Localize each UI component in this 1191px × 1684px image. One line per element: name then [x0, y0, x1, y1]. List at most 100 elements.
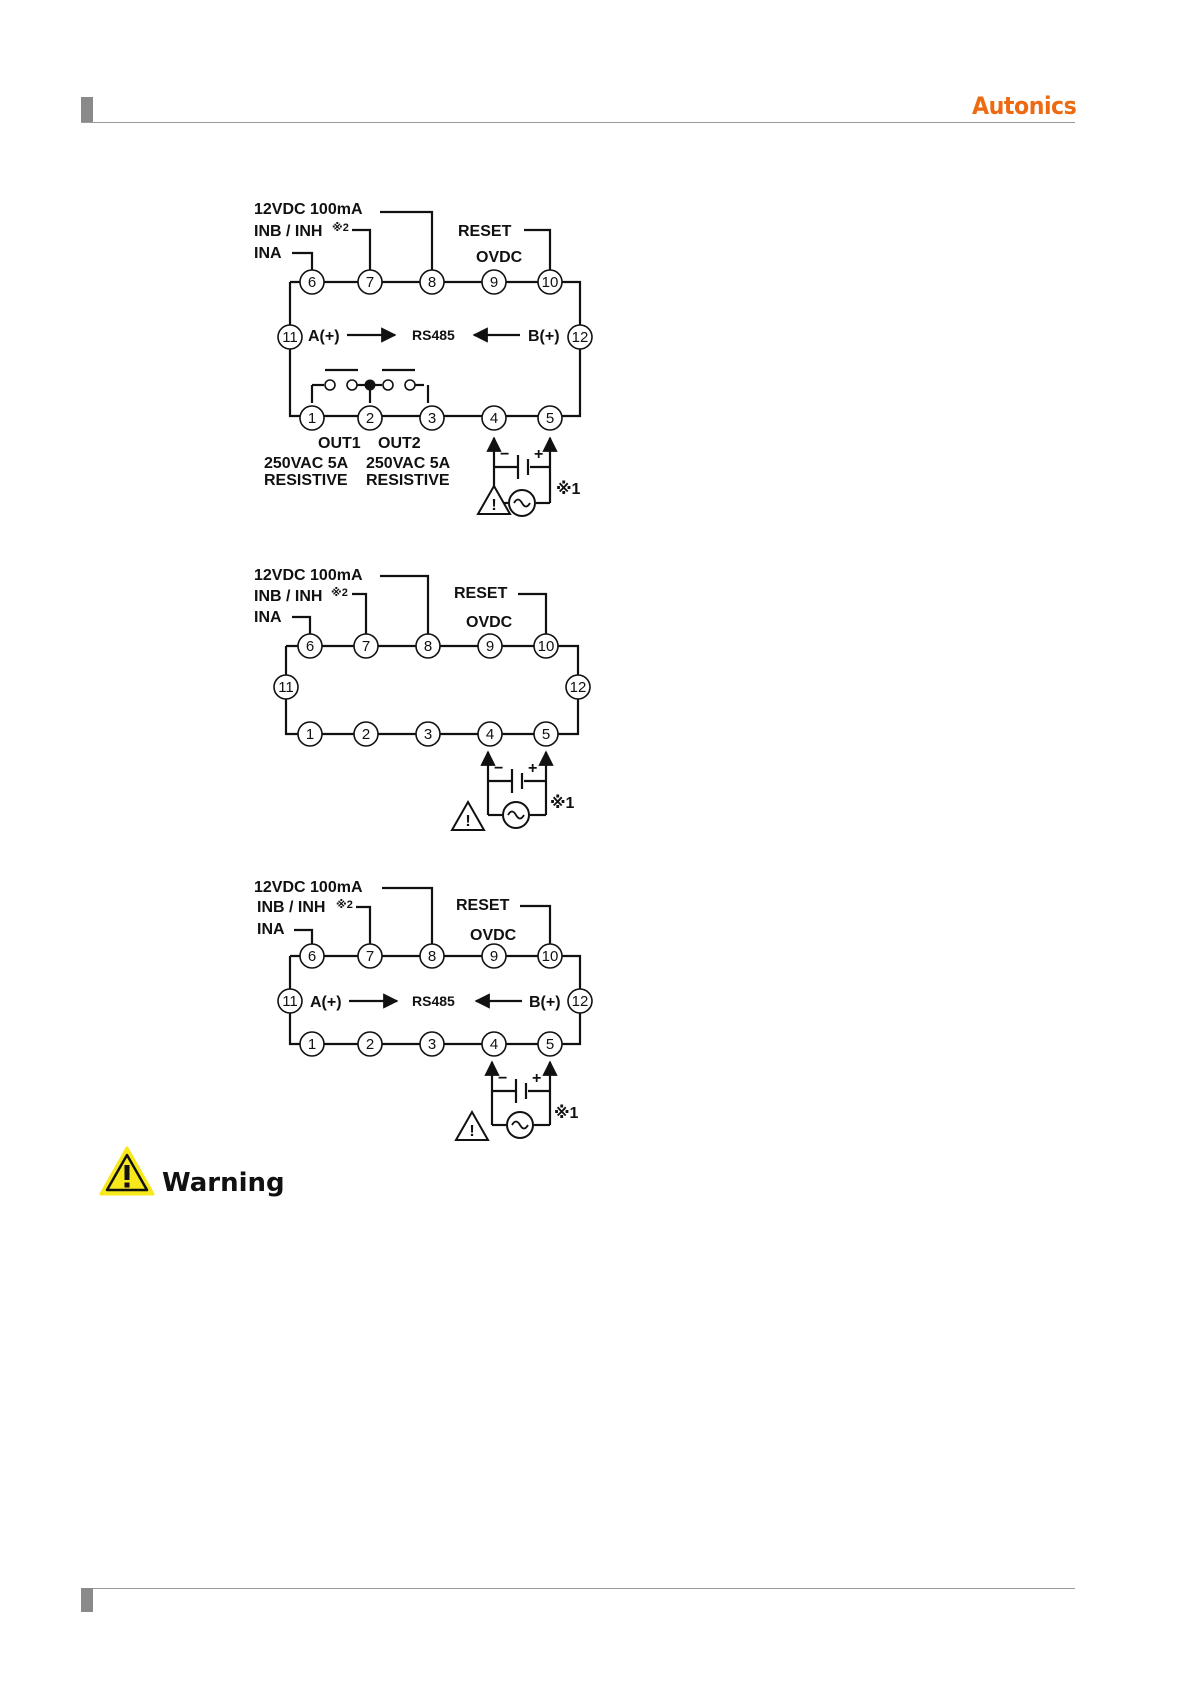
brand-logo: Autonics: [972, 92, 1077, 120]
diagram-label: RESET: [456, 897, 510, 914]
terminal-12: [567, 988, 593, 1014]
diagram-label: 3: [424, 726, 432, 743]
inb-note: ※2: [332, 222, 349, 234]
ina-label: INA: [254, 245, 282, 262]
terminal-10: [537, 943, 563, 969]
terminal-9: [481, 943, 507, 969]
terminal-2: [353, 721, 379, 747]
terminal-3: [419, 405, 445, 431]
diagram-label: 3: [428, 410, 436, 427]
diagram-label: −: [494, 760, 503, 777]
diagram-3: [288, 886, 582, 1127]
diagram-label: 250VAC 5A: [366, 455, 451, 472]
diagram-label: 1: [306, 726, 314, 743]
diagram-label: RS485: [412, 993, 455, 1009]
terminal-7: [353, 633, 379, 659]
terminal-5: [537, 1031, 563, 1057]
diagram-label: 5: [546, 1036, 554, 1053]
terminal-5: [537, 405, 563, 431]
diagram-label: 4: [486, 726, 494, 743]
rs485-label: RS485: [412, 327, 455, 343]
svg-text:!: !: [465, 813, 470, 830]
diagram-label: ※2: [331, 587, 348, 599]
terminal-12: [567, 324, 593, 350]
diagram-label: −: [498, 1070, 507, 1087]
terminal-4: [477, 721, 503, 747]
terminal-8: [415, 633, 441, 659]
terminal-7: [357, 943, 383, 969]
diagram-label: +: [528, 760, 537, 777]
power-label: 12VDC 100mA: [254, 201, 363, 218]
terminal-9: [477, 633, 503, 659]
caution-triangle-icon: !: [476, 483, 512, 515]
diagram-label: 8: [428, 948, 436, 965]
terminal-7: [357, 269, 383, 295]
diagram-label: +: [532, 1070, 541, 1087]
diagram-2: [284, 574, 580, 817]
diagram-label: OVDC: [470, 927, 517, 944]
diagram-label: 9: [486, 638, 494, 655]
terminal-11: [277, 324, 303, 350]
terminal-4: [481, 405, 507, 431]
out1-label: OUT1: [318, 435, 361, 452]
diagram-2-fills: !: [273, 633, 591, 831]
svg-text:!: !: [469, 1123, 474, 1140]
diagram-label: RESISTIVE: [366, 472, 450, 489]
warning-triangle-icon: [99, 1146, 155, 1196]
diagram-label: −: [500, 446, 509, 463]
diagram-label: 10: [542, 274, 559, 291]
diagram-label: B(+): [529, 994, 561, 1011]
ovdc-label: OVDC: [476, 249, 523, 266]
diagram-label: 250VAC 5A: [264, 455, 349, 472]
diagram-label: 7: [366, 948, 374, 965]
footer-bar: [81, 1588, 93, 1612]
diagram-label: INB / INH: [257, 899, 325, 916]
terminal-1: [297, 721, 323, 747]
terminal-5: [533, 721, 559, 747]
comm-a-label: A(+): [308, 328, 340, 345]
diagram-label: 6: [308, 948, 316, 965]
diagram-label: INA: [254, 609, 282, 626]
terminal-12: [565, 674, 591, 700]
diagram-label: 10: [542, 948, 559, 965]
terminal-6: [297, 633, 323, 659]
diagram-label: 2: [366, 1036, 374, 1053]
diagram-label: RESET: [454, 585, 508, 602]
header-rule: [81, 122, 1075, 123]
terminal-6: [299, 269, 325, 295]
terminal-3: [419, 1031, 445, 1057]
terminal-9: [481, 269, 507, 295]
terminal-6: [299, 943, 325, 969]
diagram-label: 11: [278, 679, 294, 696]
svg-text:!: !: [491, 497, 496, 514]
diagram-label: 12VDC 100mA: [254, 879, 363, 896]
diagram-label: +: [534, 446, 543, 463]
diagram-label: OVDC: [466, 614, 513, 631]
diagram-label: 8: [428, 274, 436, 291]
diagram-label: A(+): [310, 994, 342, 1011]
diagram-label: 2: [366, 410, 374, 427]
terminal-11: [273, 674, 299, 700]
diagram-1: [288, 210, 582, 505]
diagram-label: RESISTIVE: [264, 472, 348, 489]
diagram-3-text: 12VDC 100mA INB / INH ※2 INA RESET OVDC …: [254, 879, 588, 1122]
terminal-1: [299, 1031, 325, 1057]
diagram-label: 12: [570, 679, 587, 696]
diagram-label: 5: [542, 726, 550, 743]
terminal-3: [415, 721, 441, 747]
diagram-label: 5: [546, 410, 554, 427]
caution-triangle-icon: !: [454, 1109, 490, 1141]
diagram-label: 6: [308, 274, 316, 291]
terminal-8: [419, 943, 445, 969]
diagram-1-fills: !: [277, 269, 593, 517]
diagram-label: 3: [428, 1036, 436, 1053]
terminal-10: [533, 633, 559, 659]
diagram-label: ※2: [336, 899, 353, 911]
comm-b-label: B(+): [528, 328, 560, 345]
diagram-label: INB / INH: [254, 588, 322, 605]
warning-title: Warning: [162, 1168, 285, 1198]
diagram-label: 1: [308, 410, 316, 427]
caution-triangle-icon: !: [450, 799, 486, 831]
diagram-label: 12: [572, 993, 589, 1010]
diagram-label: INA: [257, 921, 285, 938]
